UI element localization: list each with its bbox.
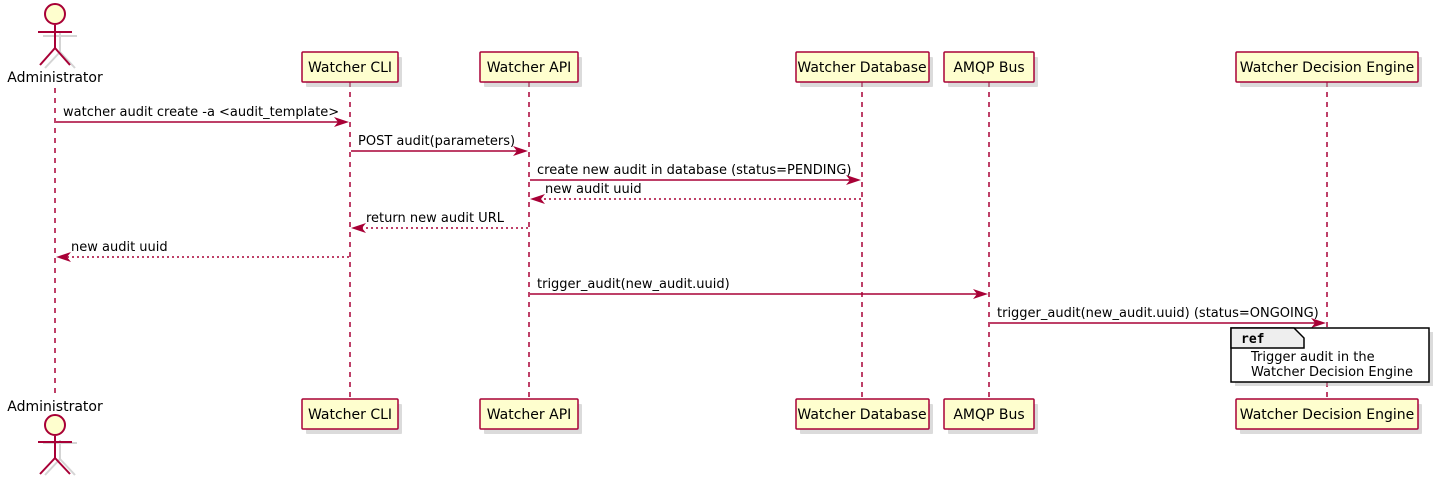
participant-footer-rect-amqp-bus[interactable] <box>943 398 1035 430</box>
actor-body-icon-bottom <box>38 436 72 475</box>
participant-rect-watcher-cli[interactable] <box>301 51 399 83</box>
participant-footer-rect-watcher-database[interactable] <box>795 398 930 430</box>
participant-rect-amqp-bus[interactable] <box>943 51 1035 83</box>
actor-administrator-bottom[interactable]: Administrator <box>7 399 103 476</box>
message-label-3: create new audit in database (status=PEN… <box>537 163 852 178</box>
participant-label-watcher-database: Watcher Database <box>797 60 926 76</box>
participant-rect-watcher-database[interactable] <box>795 51 930 83</box>
participant-footer-amqp-bus[interactable]: AMQP Bus <box>943 398 1038 434</box>
actor-shadow-top <box>43 33 77 69</box>
message-watcher-audit-create[interactable]: watcher audit create -a <audit_template> <box>56 105 349 127</box>
message-label-5: return new audit URL <box>366 211 505 226</box>
ref-fragment-tab <box>1230 327 1305 349</box>
participant-header-watcher-database[interactable]: Watcher Database <box>795 51 933 87</box>
message-trigger-audit[interactable]: trigger_audit(new_audit.uuid) <box>530 277 988 299</box>
participant-footer-watcher-database[interactable]: Watcher Database <box>795 398 933 434</box>
message-new-audit-uuid-cli[interactable]: new audit uuid <box>56 240 349 262</box>
participant-label-watcher-cli: Watcher CLI <box>308 60 392 76</box>
participant-footer-label-watcher-database: Watcher Database <box>797 407 926 423</box>
message-return-new-audit-url[interactable]: return new audit URL <box>351 211 528 233</box>
participant-footer-label-amqp-bus: AMQP Bus <box>953 407 1024 423</box>
message-label-2: POST audit(parameters) <box>358 134 515 149</box>
actor-head-icon-top <box>44 3 66 25</box>
participant-footer-label-watcher-decision-engine: Watcher Decision Engine <box>1240 407 1414 423</box>
participant-footer-rect-watcher-decision-engine[interactable] <box>1235 398 1419 430</box>
message-label-7: trigger_audit(new_audit.uuid) <box>537 277 730 292</box>
actor-label-administrator-top: Administrator <box>7 70 103 86</box>
message-arrowhead-2 <box>513 146 528 156</box>
participant-header-watcher-api[interactable]: Watcher API <box>479 51 582 87</box>
actor-label-administrator-bottom: Administrator <box>7 399 103 415</box>
lifelines-group <box>54 82 1328 399</box>
actor-head-icon-bottom <box>44 414 66 436</box>
message-create-new-audit[interactable]: create new audit in database (status=PEN… <box>530 163 861 185</box>
message-label-8: trigger_audit(new_audit.uuid) (status=ON… <box>997 306 1319 321</box>
message-new-audit-uuid-db[interactable]: new audit uuid <box>530 182 861 204</box>
message-trigger-audit-ongoing[interactable]: trigger_audit(new_audit.uuid) (status=ON… <box>990 306 1326 328</box>
participant-footer-label-watcher-cli: Watcher CLI <box>308 407 392 423</box>
ref-fragment-trigger-audit[interactable]: ref Trigger audit in the Watcher Decisio… <box>1230 327 1433 386</box>
message-arrowhead-7 <box>973 289 988 299</box>
message-arrowhead-4 <box>530 194 545 204</box>
participant-footer-label-watcher-api: Watcher API <box>487 407 572 423</box>
ref-fragment-line-2: Watcher Decision Engine <box>1251 365 1413 380</box>
participant-label-watcher-api: Watcher API <box>487 60 572 76</box>
message-arrowhead-1 <box>334 117 349 127</box>
ref-fragment-keyword: ref <box>1241 332 1264 347</box>
actor-body-icon-top <box>38 25 72 66</box>
participant-header-watcher-cli[interactable]: Watcher CLI <box>301 51 402 87</box>
message-label-4: new audit uuid <box>545 182 642 197</box>
participant-header-watcher-decision-engine[interactable]: Watcher Decision Engine <box>1235 51 1422 87</box>
message-post-audit[interactable]: POST audit(parameters) <box>351 134 528 156</box>
message-arrowhead-6 <box>56 252 71 262</box>
participant-label-amqp-bus: AMQP Bus <box>953 60 1024 76</box>
participant-label-watcher-decision-engine: Watcher Decision Engine <box>1240 60 1414 76</box>
participant-rect-watcher-decision-engine[interactable] <box>1235 51 1419 83</box>
message-arrowhead-8 <box>1311 318 1326 328</box>
actor-administrator-top[interactable]: Administrator <box>7 3 103 86</box>
message-label-1: watcher audit create -a <audit_template> <box>63 105 339 120</box>
participant-footer-watcher-api[interactable]: Watcher API <box>479 398 582 434</box>
ref-fragment-line-1: Trigger audit in the <box>1250 350 1375 365</box>
participant-rect-watcher-api[interactable] <box>479 51 579 83</box>
message-arrowhead-3 <box>846 175 861 185</box>
participant-header-amqp-bus[interactable]: AMQP Bus <box>943 51 1038 87</box>
participant-footer-watcher-cli[interactable]: Watcher CLI <box>301 398 402 434</box>
message-arrowhead-5 <box>351 223 366 233</box>
message-label-6: new audit uuid <box>71 240 168 255</box>
actor-shadow-bottom <box>43 440 77 476</box>
participant-footer-rect-watcher-api[interactable] <box>479 398 579 430</box>
participant-footer-rect-watcher-cli[interactable] <box>301 398 399 430</box>
participant-footer-watcher-decision-engine[interactable]: Watcher Decision Engine <box>1235 398 1422 434</box>
